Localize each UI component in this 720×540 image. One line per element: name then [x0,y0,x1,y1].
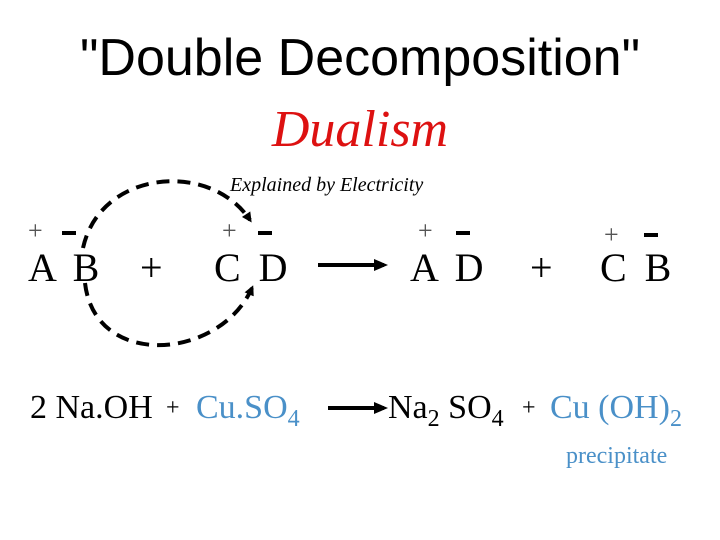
slide-subtitle: Dualism [271,101,449,158]
exchange-arrow-bottom [83,282,254,348]
reactant-cuso4: Cu.SO4 [196,389,300,432]
charge-plus-cd: + [222,216,237,245]
product-cuoh2: Cu (OH)2 [550,389,682,432]
charge-plus-cb: + [604,220,619,249]
reactant-naoh: 2 Na.OH [30,389,153,426]
charge-minus-ab [62,231,76,235]
charge-plus-ad: + [418,216,433,245]
pair-cd: C D [214,245,292,290]
pair-cb: C B [600,245,676,290]
charge-minus-cb [644,233,658,237]
equation-plus-1: + [166,395,180,421]
pair-ad: A D [410,245,488,290]
slide-title: "Double Decomposition" [79,29,641,87]
schematic-plus-2: + [530,245,553,290]
exchange-arrow-top [81,179,252,249]
charge-minus-cd [258,231,272,235]
caption: Explained by Electricity [230,174,424,196]
product-na2so4: Na2 SO4 [388,389,504,432]
schematic-plus-1: + [140,245,163,290]
pair-ab: A B [28,245,104,290]
charge-plus-ab: + [28,216,43,245]
precipitate-label: precipitate [566,443,668,469]
charge-minus-ad [456,231,470,235]
equation-plus-2: + [522,395,536,421]
